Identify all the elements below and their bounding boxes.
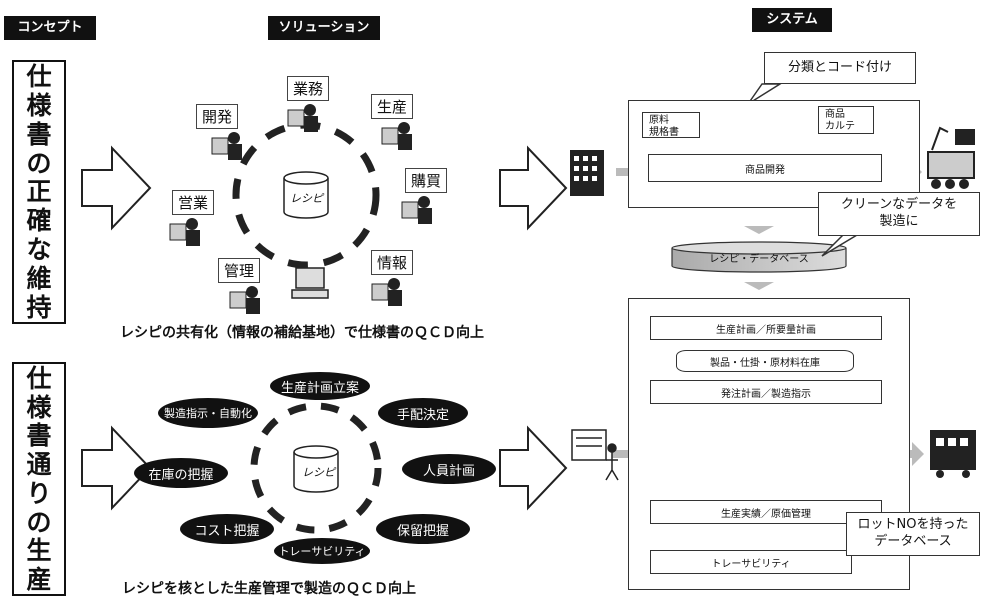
role-business: 業務 xyxy=(287,76,330,101)
person-icon xyxy=(380,118,414,156)
item-plan: 生産計画立案 xyxy=(270,372,370,400)
item-person: 人員計画 xyxy=(402,454,496,484)
role-purchasing: 購買 xyxy=(405,168,448,193)
concept-char: 生 xyxy=(26,536,52,566)
top-caption: レシピの共有化（情報の補給基地）で仕様書のＱＣＤ向上 xyxy=(120,325,484,341)
role-information: 情報 xyxy=(371,250,414,275)
item-instruction: 製造指示・自動化 xyxy=(158,398,258,428)
callout-lot-db: ロットNOを持った データベース xyxy=(846,512,980,556)
header-concept: コンセプト xyxy=(4,16,96,40)
arrow-concept-to-solution-top xyxy=(81,145,152,231)
role-sales: 営業 xyxy=(172,190,215,215)
person-icon xyxy=(168,214,202,252)
concept-char: 産 xyxy=(26,565,52,595)
item-hold: 保留把握 xyxy=(376,514,470,544)
arrow-concept-to-solution-bottom xyxy=(81,425,152,511)
row-stock: 製品・仕掛・原材料在庫 xyxy=(676,350,854,372)
item-cost: コスト把握 xyxy=(180,514,274,544)
item-trace: トレーサビリティ xyxy=(274,538,370,564)
concept-char: 正 xyxy=(26,177,52,207)
person-icon xyxy=(210,128,244,166)
role-development: 開発 xyxy=(196,104,239,129)
concept-char: 通 xyxy=(26,450,52,480)
building-icon xyxy=(570,150,604,196)
row-product-dev: 商品開発 xyxy=(648,154,882,182)
recipe-label-bottom: レシピ xyxy=(302,466,335,479)
person-icon xyxy=(400,192,434,230)
concept-char: 仕 xyxy=(26,61,52,91)
concept-box-top: 仕様書の正確な維持 xyxy=(12,60,66,324)
factory-machine-icon xyxy=(927,126,975,189)
item-stock: 在庫の把握 xyxy=(134,458,228,488)
worker-board-icon xyxy=(571,429,619,481)
callout-clean-data: クリーンなデータを 製造に xyxy=(818,192,980,236)
raw-spec-tag: 原料 規格書 xyxy=(642,112,700,138)
concept-char: な xyxy=(26,235,52,265)
concept-char: 維 xyxy=(26,264,52,294)
header-solution: ソリューション xyxy=(268,16,380,40)
recipe-label-top: レシピ xyxy=(290,192,323,205)
concept-char: の xyxy=(26,148,52,178)
bottom-caption: レシピを核とした生産管理で製造のＱＣＤ向上 xyxy=(122,581,416,597)
concept-box-bottom: 仕様書通りの生産 xyxy=(12,362,66,596)
header-system: システム xyxy=(752,8,832,32)
row-plan: 生産計画／所要量計画 xyxy=(650,316,882,340)
truck-icon xyxy=(930,430,976,478)
concept-char: の xyxy=(26,507,52,537)
product-chart-tag: 商品 カルテ xyxy=(818,106,874,134)
concept-char: 書 xyxy=(26,119,52,149)
role-management: 管理 xyxy=(218,258,261,283)
person-icon xyxy=(228,282,262,320)
concept-char: 様 xyxy=(26,392,52,422)
concept-char: 様 xyxy=(26,90,52,120)
recipe-db: レシピ・データベース xyxy=(709,254,809,265)
role-production: 生産 xyxy=(371,94,414,119)
computer-icon xyxy=(291,267,329,299)
concept-char: 確 xyxy=(26,206,52,236)
concept-char: 持 xyxy=(26,292,52,322)
callout-classification: 分類とコード付け xyxy=(764,52,916,84)
person-icon xyxy=(370,274,404,312)
item-arrange: 手配決定 xyxy=(378,398,468,428)
row-result: 生産実績／原価管理 xyxy=(650,500,882,524)
concept-char: り xyxy=(26,478,52,508)
person-icon xyxy=(286,100,320,138)
concept-char: 仕 xyxy=(26,363,52,393)
row-trace: トレーサビリティ xyxy=(650,550,852,574)
concept-char: 書 xyxy=(26,421,52,451)
row-order: 発注計画／製造指示 xyxy=(650,380,882,404)
